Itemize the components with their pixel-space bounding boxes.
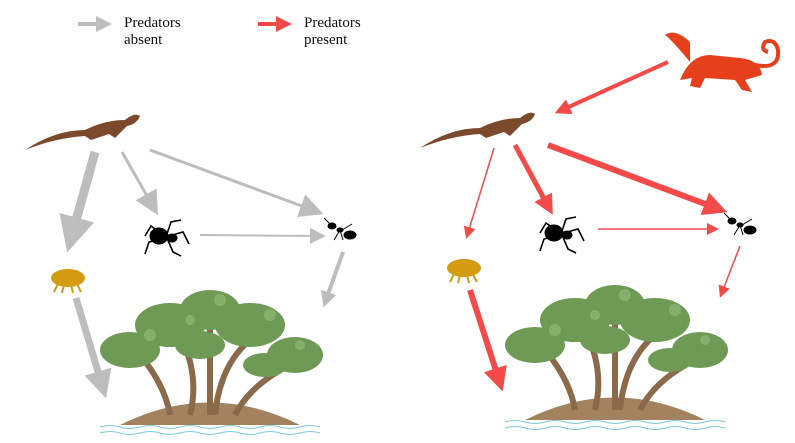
legend-absent-line1: Predators bbox=[124, 15, 181, 31]
mite-icon bbox=[446, 258, 482, 284]
arrows-present bbox=[463, 60, 741, 392]
island-tree-icon bbox=[100, 290, 323, 435]
lizard-icon bbox=[420, 112, 535, 148]
legend-absent-label: Predators absent bbox=[124, 15, 181, 49]
legend-present-label: Predators present bbox=[304, 15, 361, 49]
ant-icon bbox=[723, 212, 757, 236]
legend-present-line1: Predators bbox=[304, 15, 361, 31]
lizard-icon bbox=[25, 114, 140, 150]
arrows-absent bbox=[59, 148, 345, 399]
legend-present-line2: present bbox=[304, 32, 348, 48]
predator-lizard-icon bbox=[665, 32, 781, 92]
mite-icon bbox=[50, 268, 86, 294]
island-tree-icon bbox=[505, 285, 728, 430]
spider-icon bbox=[539, 216, 585, 254]
ant-icon bbox=[323, 217, 357, 241]
spider-icon bbox=[144, 219, 190, 257]
legend-absent-line2: absent bbox=[124, 32, 163, 48]
